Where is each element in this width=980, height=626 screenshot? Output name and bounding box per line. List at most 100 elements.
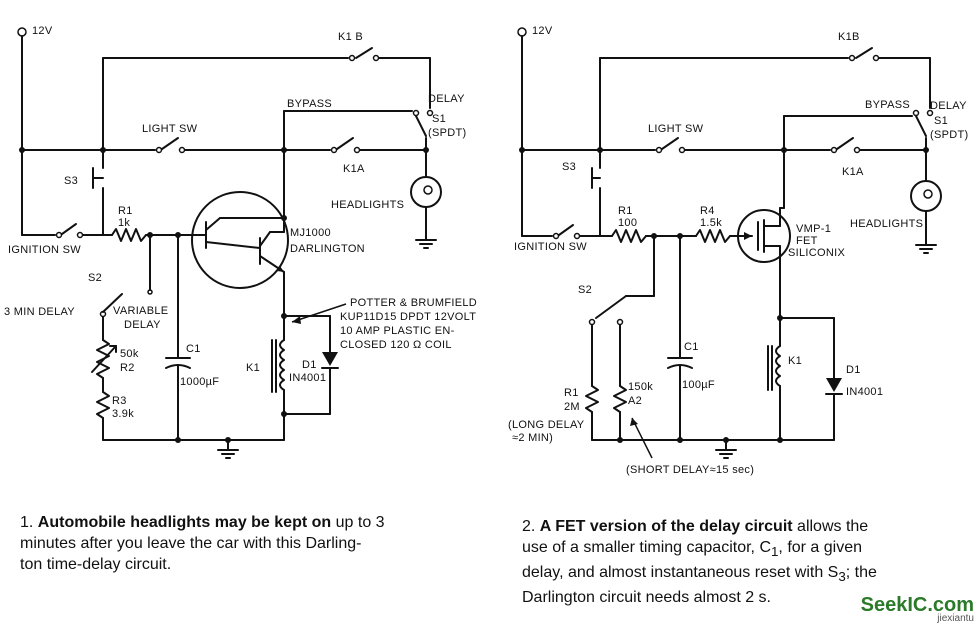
variable-label: VARIABLE <box>113 305 168 317</box>
supply-label: 12V <box>32 25 53 37</box>
relay-coil-k1 <box>279 339 285 391</box>
ignition-sw-label: IGNITION SW <box>8 244 81 256</box>
k1-label: K1 <box>246 362 260 374</box>
r3-label: R3 <box>112 395 127 407</box>
relay-note-3: 10 AMP PLASTIC EN- <box>340 325 455 337</box>
k1b-label: K1 B <box>338 31 363 43</box>
a2-label: A2 <box>628 395 642 407</box>
k1a-label-2: K1A <box>842 166 864 178</box>
relay-note-4: CLOSED 120 Ω COIL <box>340 339 452 351</box>
caption-1-text-b: minutes after you leave the car with thi… <box>20 535 362 552</box>
r1-label-2: R1 <box>618 205 633 217</box>
c1-label-2: C1 <box>684 341 699 353</box>
c1-value-2: 100µF <box>682 379 715 391</box>
r4-resistor <box>695 229 731 243</box>
s3-label-2: S3 <box>562 161 576 173</box>
s1-label: S1 <box>432 113 446 125</box>
bypass-label-2: BYPASS <box>865 99 910 111</box>
watermark-main: SeekIC.com <box>860 594 974 616</box>
supply-label-2: 12V <box>532 25 553 37</box>
r1-value-2: 100 <box>618 217 637 229</box>
long-delay-label: (LONG DELAY <box>508 419 585 431</box>
relay-coil-k1-2 <box>775 345 781 387</box>
figure-1-schematic: 12V K1 B DELAY S1 (SPDT) BYPASS LIGHT SW <box>4 25 477 459</box>
caption-2-text-b: use of a smaller timing capacitor, C <box>522 539 771 556</box>
caption-1-text-a: up to 3 <box>335 514 385 531</box>
darlington-transistor-icon <box>191 191 289 289</box>
caption-2-text-d: Darlington circuit needs almost 2 s. <box>522 589 771 607</box>
relay-note-2: KUP11D15 DPDT 12VOLT <box>340 311 476 323</box>
caption-2-number: 2. <box>522 518 536 535</box>
fet-label: VMP-1 <box>796 223 831 235</box>
delay2-label: DELAY <box>124 319 161 331</box>
r1-resistor-2 <box>611 229 647 243</box>
r1-value: 1k <box>118 217 130 229</box>
fet-label-3: SILICONIX <box>788 247 845 259</box>
k1a-label: K1A <box>343 163 365 175</box>
r1-2m-resistor <box>585 385 599 413</box>
watermark: SeekIC.com jiexiantu <box>861 594 974 624</box>
d1-value: IN4001 <box>289 372 326 384</box>
spdt-label: (SPDT) <box>428 127 466 139</box>
headlight-lamp-icon-2 <box>910 180 942 212</box>
light-sw-label-2: LIGHT SW <box>648 123 704 135</box>
r4-label: R4 <box>700 205 715 217</box>
figure-2-schematic: 12V K1B DELAY S1 (SPDT) BYPASS LIGHT SW … <box>508 25 968 476</box>
light-sw-label: LIGHT SW <box>142 123 198 135</box>
s2-label-2: S2 <box>578 284 592 296</box>
caption-2-sub-1: 1 <box>771 544 779 560</box>
darlington-label: DARLINGTON <box>290 243 365 255</box>
diode-d1-icon-2 <box>826 378 842 392</box>
caption-figure-1: 1. Automobile headlights may be kept on … <box>20 512 470 575</box>
caption-2-text-c2: ; the <box>845 564 877 582</box>
r1-resistor <box>111 228 147 242</box>
diode-d1-icon <box>322 352 338 366</box>
headlights-label-2: HEADLIGHTS <box>850 218 923 230</box>
r2-label: R2 <box>120 362 135 374</box>
delay-label: DELAY <box>428 93 465 105</box>
caption-2-text-c: delay, and almost instantaneous reset wi… <box>522 564 839 582</box>
s2-label: S2 <box>88 272 102 284</box>
r150-value: 150k <box>628 381 653 393</box>
ignition-sw-label-2: IGNITION SW <box>514 241 587 253</box>
bypass-label: BYPASS <box>287 98 332 110</box>
caption-2-sub-3: 3 <box>838 569 846 585</box>
supply-terminal-2 <box>517 27 527 37</box>
caption-2-text-b2: , for a given <box>778 539 863 556</box>
r1b-label: R1 <box>564 387 579 399</box>
caption-1-bold: Automobile headlights may be kept on <box>37 514 332 531</box>
spdt-label-2: (SPDT) <box>930 129 968 141</box>
headlights-label: HEADLIGHTS <box>331 199 404 211</box>
caption-2-text-a: allows the <box>797 518 869 535</box>
c1-label: C1 <box>186 343 201 355</box>
r4-value: 1.5k <box>700 217 722 229</box>
relay-note-1: POTTER & BRUMFIELD <box>350 297 477 309</box>
c1-value: 1000µF <box>180 376 219 388</box>
caption-2-bold: A FET version of the delay circuit <box>539 518 793 535</box>
r3-resistor <box>96 391 110 419</box>
r2-value: 50k <box>120 348 139 360</box>
supply-terminal <box>17 27 27 37</box>
r1b-value: 2M <box>564 401 580 413</box>
three-min-delay-label: 3 MIN DELAY <box>4 306 75 318</box>
caption-1-number: 1. <box>20 514 34 531</box>
s3-label: S3 <box>64 175 78 187</box>
headlight-lamp-icon <box>410 176 442 208</box>
d1-label: D1 <box>302 359 317 371</box>
fet-label-2: FET <box>796 235 818 247</box>
caption-figure-2: 2. A FET version of the delay circuit al… <box>522 516 972 608</box>
fet-transistor-icon <box>737 209 791 263</box>
r3-value: 3.9k <box>112 408 134 420</box>
delay-label-2: DELAY <box>930 100 967 112</box>
watermark-sub: jiexiantu <box>937 613 974 624</box>
r-150k-resistor <box>613 385 627 413</box>
k1b-label-2: K1B <box>838 31 860 43</box>
transistor-label: MJ1000 <box>290 227 331 239</box>
k1-label-2: K1 <box>788 355 802 367</box>
s1-label-2: S1 <box>934 115 948 127</box>
d1-label-2: D1 <box>846 364 861 376</box>
d1-value-2: IN4001 <box>846 386 883 398</box>
long-delay-label-2: ≈2 MIN) <box>512 432 553 444</box>
